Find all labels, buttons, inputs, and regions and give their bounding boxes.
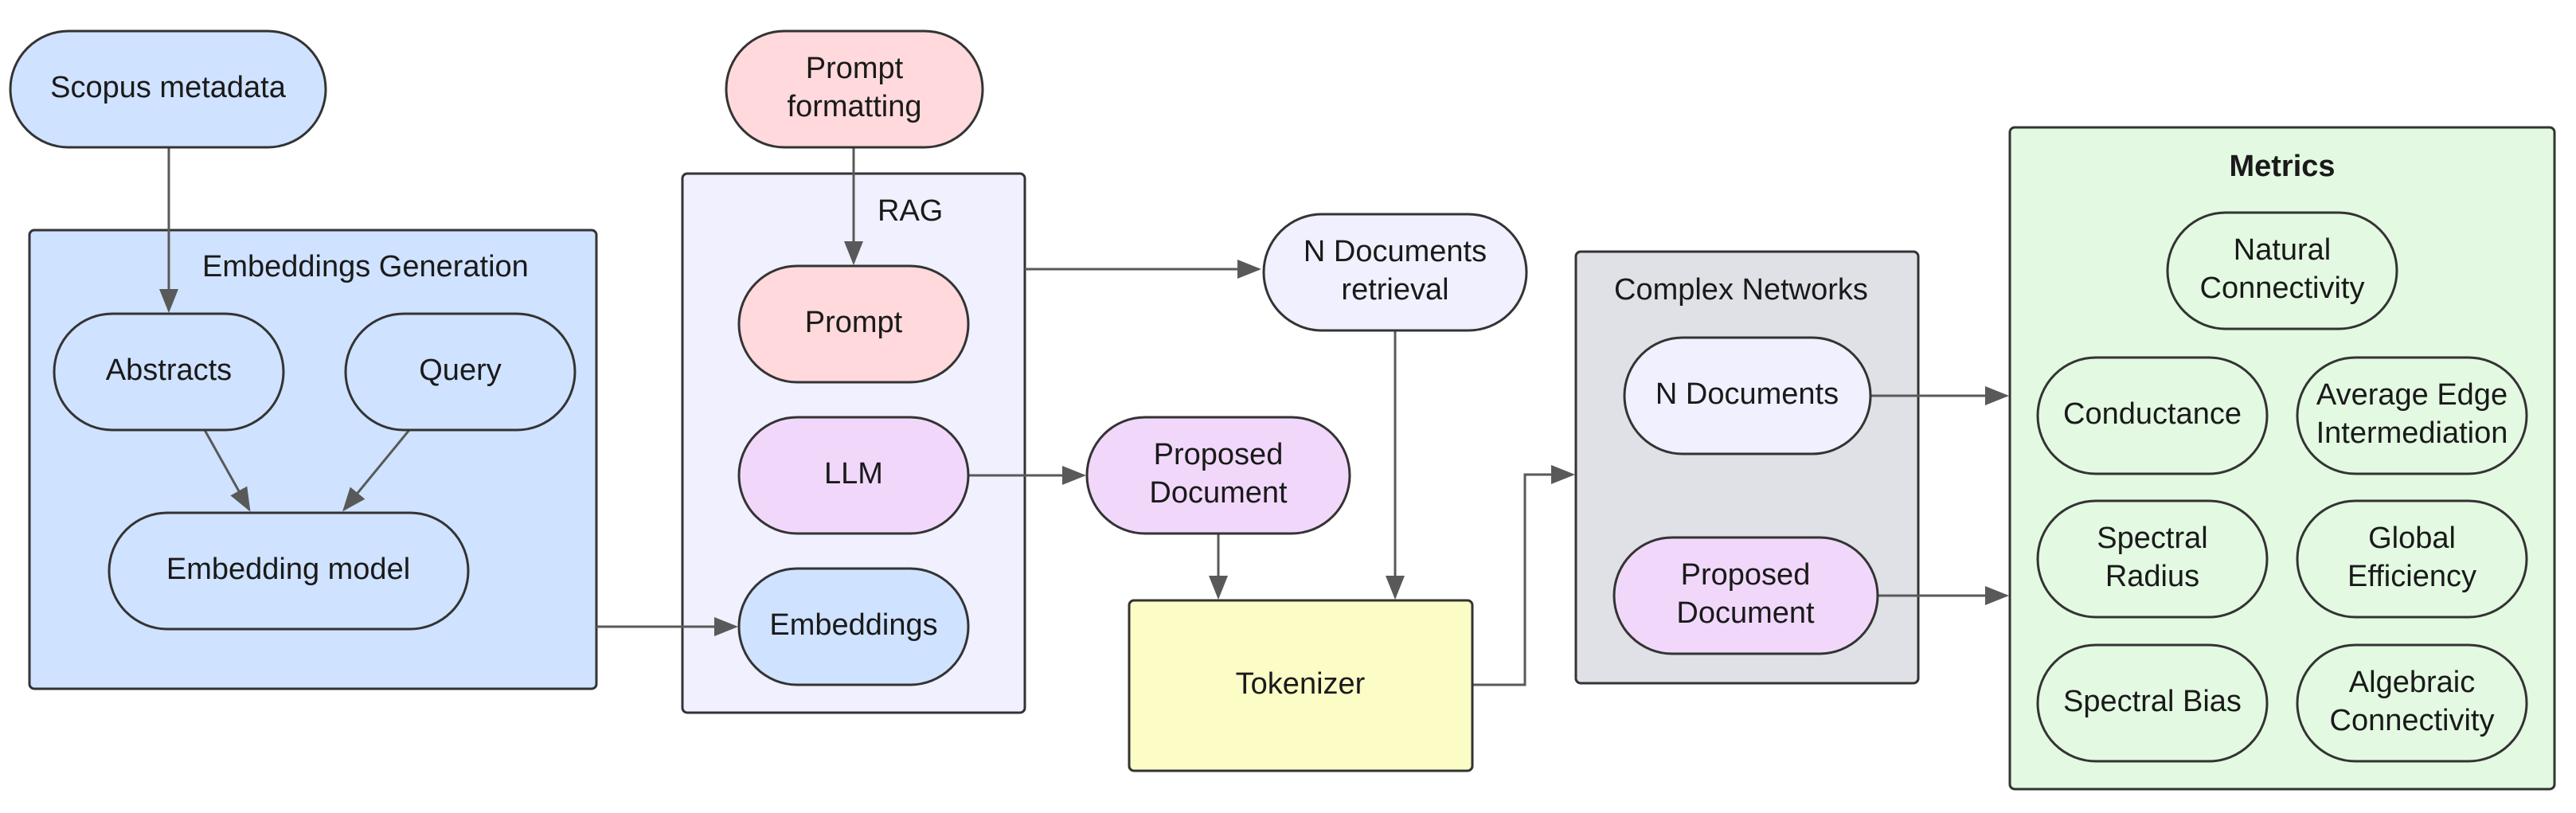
scopus-metadata-label: Scopus metadata — [50, 71, 287, 104]
embeddings-node — [737, 567, 970, 686]
spectral-radius-node — [2036, 499, 2269, 619]
average-edge-intermediation-node — [2296, 356, 2528, 475]
scopus-metadata-node — [9, 29, 327, 149]
edges — [159, 147, 2009, 686]
embedding-model-label: Embedding model — [166, 553, 410, 586]
edge-abstracts-to-embedding-model — [203, 429, 251, 512]
spectral-bias-node — [2036, 643, 2269, 763]
conductance-node — [2036, 356, 2269, 475]
tokenizer-label: Tokenizer — [1236, 667, 1366, 701]
embeddings-label: Embeddings — [769, 608, 937, 642]
global-efficiency-node — [2296, 499, 2528, 619]
prompt-node — [737, 264, 970, 384]
prompt-formatting-node — [725, 29, 984, 149]
cn-proposed-document-node — [1612, 536, 1879, 655]
conductance-label: Conductance — [2063, 397, 2242, 431]
edge-query-to-embedding-model — [342, 429, 411, 512]
embeddings-generation-title: Embeddings Generation — [202, 250, 529, 283]
abstracts-node — [53, 312, 285, 432]
complex-networks-title: Complex Networks — [1614, 273, 1868, 307]
metrics-group — [2008, 126, 2556, 791]
llm-node — [737, 416, 970, 535]
spectral-bias-label: Spectral Bias — [2063, 685, 2242, 718]
proposed-document-node — [1085, 416, 1351, 535]
embedding-model-node — [107, 511, 470, 631]
algebraic-connectivity-node — [2296, 643, 2528, 763]
metrics-title: Metrics — [2229, 150, 2335, 183]
cn-n-documents-label: N Documents — [1655, 377, 1839, 411]
cn-n-documents-node — [1623, 336, 1872, 455]
n-documents-retrieval-node — [1262, 213, 1528, 332]
rag-title: RAG — [878, 194, 943, 228]
edge-tokenizer-to-complex-networks — [1472, 465, 1575, 686]
abstracts-label: Abstracts — [106, 354, 232, 387]
nodes: Scopus metadata Abstracts Query Embeddin… — [9, 29, 2528, 772]
llm-label: LLM — [824, 457, 883, 491]
prompt-label: Prompt — [805, 306, 903, 339]
tokenizer-node — [1128, 599, 1474, 772]
query-node — [344, 312, 577, 432]
natural-connectivity-node — [2166, 211, 2398, 330]
query-label: Query — [419, 354, 501, 387]
